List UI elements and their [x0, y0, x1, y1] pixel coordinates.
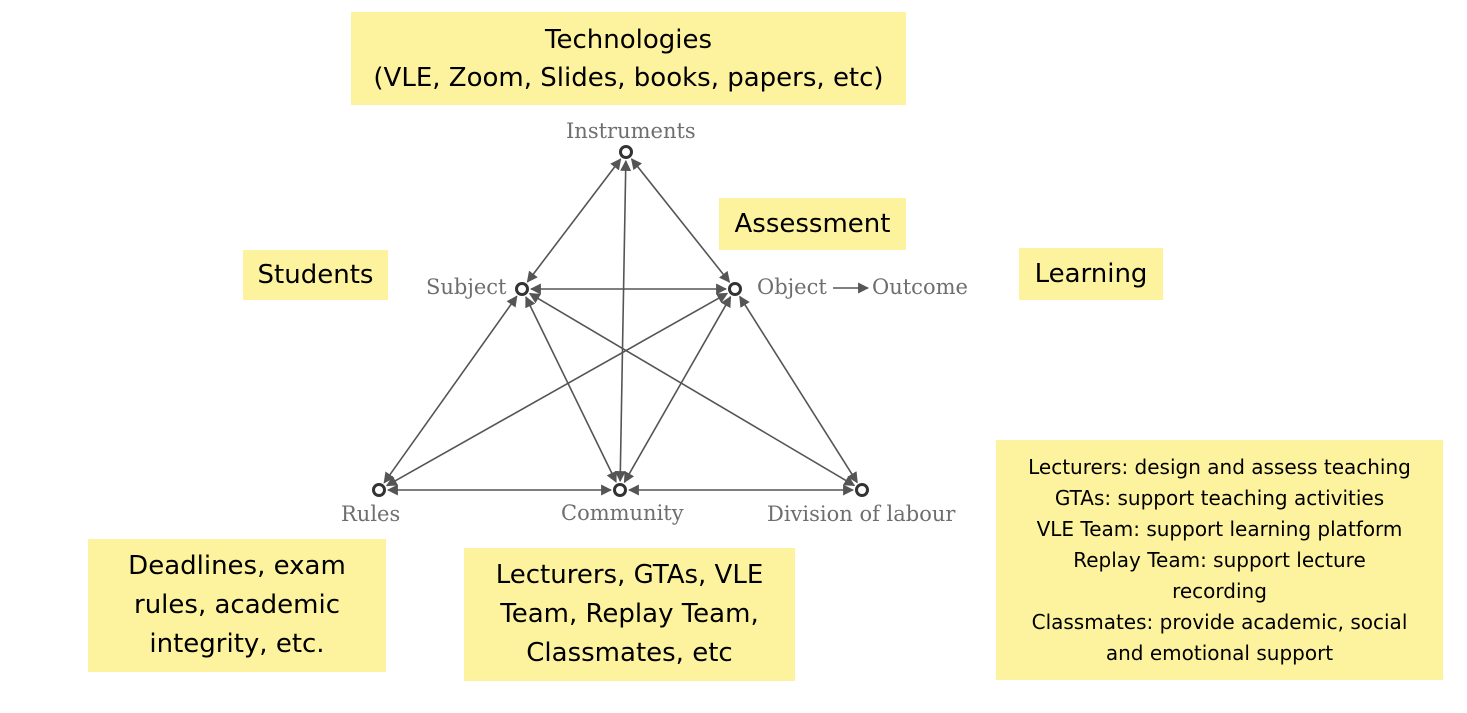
node-label-subject: Subject [426, 275, 507, 299]
node-label-rules: Rules [341, 502, 401, 526]
note-rules-line-3: integrity, etc. [149, 629, 325, 659]
edge-object-division [739, 295, 858, 484]
node-label-instruments: Instruments [566, 119, 696, 143]
note-rules: Deadlines, exam rules, academic integrit… [88, 539, 386, 672]
connection-arrows [383, 158, 870, 496]
node-circle-community [613, 483, 627, 497]
edge-object-rules [385, 292, 729, 487]
note-division-line-3: VLE Team: support learning platform [1036, 516, 1403, 541]
note-rules-line-2: rules, academic [134, 590, 340, 620]
node-circle-subject [515, 282, 529, 296]
node-circle-division [855, 483, 869, 497]
node-label-community: Community [561, 501, 684, 525]
node-circle-object [728, 282, 742, 296]
note-subject-line-1: Students [257, 260, 374, 290]
note-division-line-7: and emotional support [1105, 640, 1334, 665]
note-rules-line-1: Deadlines, exam [128, 551, 346, 581]
node-label-object: Object [757, 275, 827, 299]
note-outcome-line-1: Learning [1034, 259, 1148, 289]
note-community-line-1: Lecturers, GTAs, VLE [495, 560, 764, 590]
note-outcome: Learning [1019, 248, 1163, 300]
edge-subject-rules [383, 295, 518, 484]
node-label-division-of-labour: Division of labour [767, 502, 956, 526]
note-community: Lecturers, GTAs, VLE Team, Replay Team, … [464, 548, 795, 681]
note-community-line-2: Team, Replay Team, [500, 599, 759, 629]
note-division-line-2: GTAs: support teaching activities [1054, 485, 1385, 510]
node-circles [372, 145, 869, 497]
note-division-line-5: recording [1172, 578, 1267, 603]
node-label-outcome: Outcome [872, 275, 968, 299]
note-instruments: Technologies (VLE, Zoom, Slides, books, … [351, 12, 906, 105]
note-instruments-line-1: Technologies [544, 24, 713, 55]
edge-object-community [623, 295, 732, 484]
note-division-line-6: Classmates: provide academic, social [1031, 609, 1408, 634]
note-community-line-3: Classmates, etc [526, 638, 733, 668]
note-subject: Students [243, 250, 388, 300]
note-instruments-line-2: (VLE, Zoom, Slides, books, papers, etc) [373, 62, 884, 93]
node-circle-instruments [619, 145, 633, 159]
note-object-line-1: Assessment [734, 209, 891, 239]
edge-subject-community [525, 296, 617, 483]
note-division-of-labour: Lecturers: design and assess teaching GT… [996, 440, 1443, 680]
note-division-line-1: Lecturers: design and assess teaching [1028, 454, 1411, 479]
edge-instruments-community [614, 159, 632, 483]
note-division-line-4: Replay Team: support lecture [1073, 547, 1366, 572]
edge-subject-division [528, 292, 856, 487]
edge-instruments-object [630, 158, 731, 283]
edge-instruments-subject [526, 158, 622, 283]
node-circle-rules [372, 483, 386, 497]
note-object: Assessment [719, 198, 906, 250]
